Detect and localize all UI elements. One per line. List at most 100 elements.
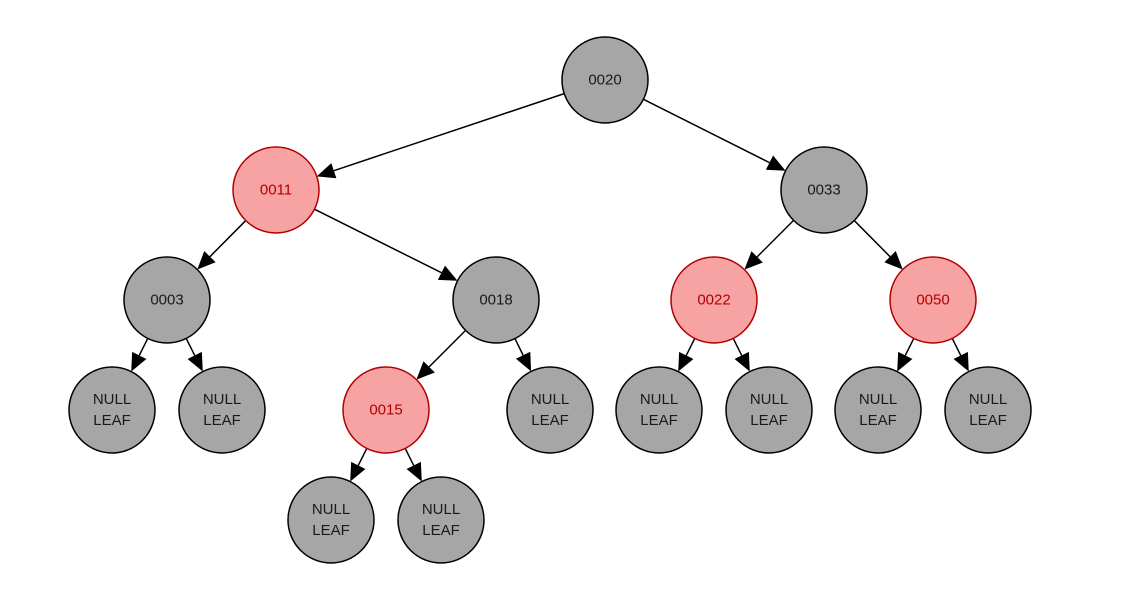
red-node-circle <box>342 366 430 454</box>
edge-line <box>138 338 149 356</box>
black-node-circle <box>178 366 266 454</box>
node-label: NULL <box>859 391 897 408</box>
node-label: NULL <box>969 391 1007 408</box>
black-node-circle <box>615 366 703 454</box>
node-label: LEAF <box>640 412 678 429</box>
black-node-circle <box>397 476 485 564</box>
black-node-circle <box>725 366 813 454</box>
edge-line <box>853 220 891 258</box>
black-node-circle <box>944 366 1032 454</box>
null-leaf-node: NULL LEAF <box>615 366 703 454</box>
node-label: LEAF <box>531 412 569 429</box>
null-leaf-node: NULL LEAF <box>834 366 922 454</box>
black-node-circle <box>780 146 868 234</box>
edge-line <box>333 92 565 172</box>
edge-line <box>428 329 467 368</box>
node-label: NULL <box>640 391 678 408</box>
red-node-circle <box>670 256 758 344</box>
arrowhead-icon <box>744 251 763 270</box>
edge-line <box>643 98 770 164</box>
black-node-circle <box>506 366 594 454</box>
edge-n18-to-l18r <box>514 338 532 372</box>
arrowhead-icon <box>416 361 435 380</box>
node-label: LEAF <box>969 412 1007 429</box>
tree-node-0022: 0022 <box>670 256 758 344</box>
tree-node-0018: 0018 <box>452 256 540 344</box>
black-node-circle <box>123 256 211 344</box>
edge-n50-to-l50a <box>897 338 915 372</box>
null-leaf-node: NULL LEAF <box>725 366 813 454</box>
edge-line <box>357 448 368 466</box>
edge-n22-to-l22b <box>732 338 750 372</box>
node-label: 0020 <box>588 72 621 89</box>
tree-node-0033: 0033 <box>780 146 868 234</box>
edge-n3-to-l3b <box>185 338 203 372</box>
arrowhead-icon <box>515 351 532 372</box>
edge-n18-to-n15 <box>416 329 467 380</box>
arrowhead-icon <box>187 351 203 372</box>
black-node-circle <box>452 256 540 344</box>
node-label: LEAF <box>93 412 131 429</box>
edge-line <box>514 338 524 356</box>
node-label: 0018 <box>479 292 512 309</box>
arrowhead-icon <box>678 351 694 372</box>
black-node-circle <box>68 366 156 454</box>
tree-node-0050: 0050 <box>889 256 977 344</box>
null-leaf-node: NULL LEAF <box>178 366 266 454</box>
arrowhead-icon <box>437 265 458 281</box>
edge-n20-to-n33 <box>643 98 786 171</box>
node-label: NULL <box>750 391 788 408</box>
edge-n15-to-l15a <box>350 448 368 482</box>
null-leaf-node: NULL LEAF <box>506 366 594 454</box>
node-label: LEAF <box>859 412 897 429</box>
arrowhead-icon <box>953 351 969 372</box>
red-node-circle <box>232 146 320 234</box>
node-label: 0011 <box>260 182 292 199</box>
tree-node-0003: 0003 <box>123 256 211 344</box>
edge-n3-to-l3a <box>131 338 149 372</box>
tree-node-0015: 0015 <box>342 366 430 454</box>
arrowhead-icon <box>884 251 903 270</box>
black-node-circle <box>287 476 375 564</box>
edge-n11-to-n3 <box>197 220 247 270</box>
edge-n33-to-n50 <box>853 220 903 270</box>
null-leaf-node: NULL LEAF <box>944 366 1032 454</box>
node-label: 0015 <box>369 402 402 419</box>
node-label: NULL <box>531 391 569 408</box>
null-leaf-node: NULL LEAF <box>68 366 156 454</box>
tree-node-0020: 0020 <box>561 36 649 124</box>
arrowhead-icon <box>734 351 750 372</box>
node-label: 0003 <box>150 292 183 309</box>
arrowhead-icon <box>897 351 913 372</box>
node-label: 0022 <box>697 292 730 309</box>
edge-line <box>904 338 915 356</box>
edge-n50-to-l50b <box>951 338 969 372</box>
node-label: 0033 <box>807 182 840 199</box>
black-node-circle <box>561 36 649 124</box>
edge-line <box>185 338 196 356</box>
tree-node-0011: 0011 <box>232 146 320 234</box>
node-label: LEAF <box>203 412 241 429</box>
node-label: NULL <box>93 391 131 408</box>
edge-n15-to-l15b <box>404 448 422 482</box>
edge-n22-to-l22a <box>678 338 696 372</box>
black-node-circle <box>834 366 922 454</box>
edge-line <box>404 448 415 466</box>
edge-n20-to-n11 <box>316 92 565 179</box>
arrowhead-icon <box>316 163 337 179</box>
node-label: LEAF <box>750 412 788 429</box>
arrowhead-icon <box>131 351 147 372</box>
red-node-circle <box>889 256 977 344</box>
edge-line <box>209 220 247 258</box>
node-label: NULL <box>422 501 460 518</box>
arrowhead-icon <box>350 461 366 482</box>
edge-line <box>314 208 442 274</box>
arrowhead-icon <box>406 461 422 482</box>
node-label: NULL <box>203 391 241 408</box>
node-label: NULL <box>312 501 350 518</box>
edge-n11-to-n18 <box>314 208 458 281</box>
edges-layer <box>131 92 969 482</box>
